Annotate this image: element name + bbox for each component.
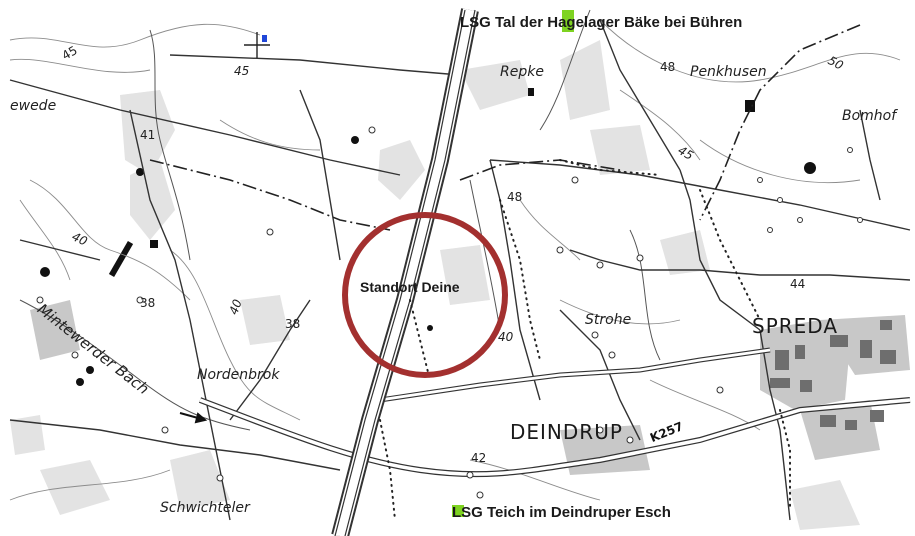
site-location-circle (342, 212, 508, 378)
terrain-shading (10, 40, 860, 530)
place-label-nordenbrok: Nordenbrok (197, 367, 280, 383)
place-label-schwichteler: Schwichteler (160, 500, 250, 516)
elevation-label: 38 (140, 296, 156, 310)
place-label-strohe: Strohe (585, 312, 632, 328)
elevation-label: 48 (507, 190, 523, 204)
elevation-label: 42 (471, 451, 487, 465)
elevation-label: 40 (498, 330, 514, 344)
point-markers (36, 126, 863, 499)
place-label-repke: Repke (500, 64, 544, 80)
dotted-paths (379, 159, 791, 521)
place-label-penkhusen: Penkhusen (690, 64, 767, 80)
protected-area-north-label: LSG Tal der Hagelager Bäke bei Bühren (460, 14, 743, 31)
contour-lines (9, 19, 901, 501)
black-features (40, 88, 816, 386)
elevation-label: 41 (140, 128, 156, 142)
town-label-deindrup: DEINDRUP (510, 420, 623, 444)
elevation-label: 38 (285, 317, 301, 331)
buildings (770, 320, 896, 430)
protected-area-north-marker (562, 10, 574, 32)
stream-lines (19, 9, 661, 431)
place-label-ewede: ewede (10, 98, 57, 114)
flow-arrow-icon (179, 412, 208, 424)
protected-area-south-label: LSG Teich im Deindruper Esch (452, 504, 671, 521)
elevation-label: 48 (660, 60, 676, 74)
protected-area-markers (452, 10, 574, 517)
boundary-lines (149, 24, 861, 231)
protected-area-south-marker (452, 505, 464, 517)
survey-point-icon (244, 32, 270, 58)
place-label-bomhof: Bomhof (842, 108, 897, 124)
main-roads (198, 347, 911, 478)
minor-roads (9, 19, 911, 521)
elevation-label: 45 (234, 64, 250, 78)
elevation-label: 44 (790, 277, 806, 291)
town-label-spreda: SPREDA (752, 314, 839, 338)
site-label: Standort Deine (360, 279, 460, 295)
